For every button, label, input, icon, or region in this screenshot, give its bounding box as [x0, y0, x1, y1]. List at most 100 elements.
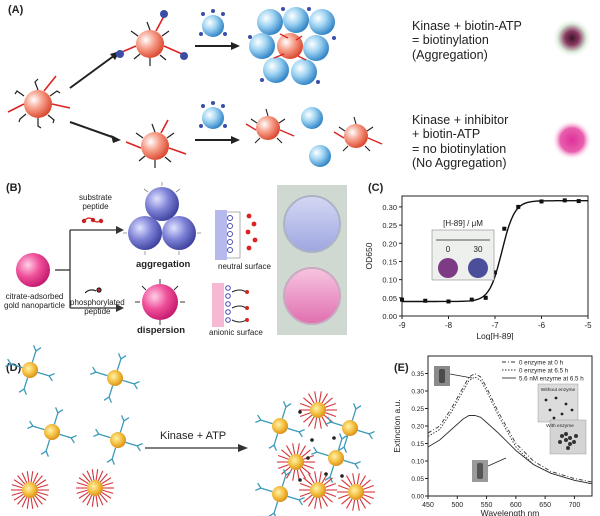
gold-nanoparticle-label: citrate-adsorbed gold nanoparticle	[4, 292, 65, 311]
ligand-spoke	[78, 477, 89, 485]
ligand-spoke	[30, 497, 34, 509]
peptide-chain	[95, 371, 108, 377]
chart-e-ytick-label: 0.35	[411, 371, 424, 378]
peptide-branch	[120, 415, 125, 422]
ligand-spoke	[26, 471, 30, 483]
ligand-spoke	[299, 468, 306, 479]
ligand-spoke	[308, 473, 315, 484]
aggregation-label: aggregation	[136, 259, 191, 270]
chart-c-xtick-label: -7	[491, 321, 499, 330]
gold-core	[328, 450, 344, 466]
ligand-spoke	[277, 464, 289, 470]
chart-e-xtick-label: 500	[451, 502, 463, 509]
phosphate-dot	[340, 474, 344, 478]
chart-c-ylabel: OD650	[364, 242, 374, 269]
peptide-chain	[337, 438, 343, 451]
chart-e-xtick-label: 700	[569, 502, 581, 509]
ligand-spoke	[76, 489, 88, 494]
peptide-branch	[355, 405, 362, 410]
phosphate-dot	[310, 438, 314, 442]
chart-e-xtick-label: 450	[422, 502, 434, 509]
streptavidin-particle-top	[199, 9, 227, 37]
peptide-chain	[116, 358, 122, 371]
chart-e-series-line	[427, 415, 593, 485]
ligand-spoke	[308, 416, 315, 427]
chart-c-xtick-label: -5	[584, 321, 592, 330]
dispersion-particle	[135, 279, 185, 325]
assembled-particle	[299, 471, 337, 509]
ligand-spoke	[359, 498, 366, 509]
ligand-spoke	[341, 496, 351, 505]
chart-c-xtick-label: -9	[398, 321, 406, 330]
ligand-spoke	[99, 493, 108, 503]
peptide-branch	[23, 388, 28, 395]
ligand-spoke	[299, 492, 311, 498]
ligand-spoke	[361, 496, 371, 505]
peptide-branch	[32, 345, 37, 352]
peptide-chain	[98, 433, 111, 439]
peptide-chain	[330, 421, 343, 427]
panel-a-text-bottom: Kinase + inhibitor + biotin-ATP = no bio…	[412, 113, 509, 171]
spiked-particle	[76, 469, 114, 507]
inset-label-0: 0	[446, 245, 451, 254]
aggregate-dot	[558, 440, 562, 444]
chart-c-point	[493, 270, 497, 275]
peptide-branch	[27, 425, 34, 430]
peptide-chain	[281, 406, 287, 419]
phosphate-dot	[298, 410, 302, 414]
ligand-spoke	[337, 494, 349, 500]
panel-b-scheme	[16, 182, 347, 335]
citrate-gold-nanoparticle	[16, 253, 50, 287]
chart-e-xtick-label: 550	[481, 502, 493, 509]
peptide-branch	[123, 417, 130, 422]
ligand-spoke	[318, 391, 322, 403]
branched-particle	[27, 407, 77, 457]
ligand-spoke	[286, 445, 293, 456]
peptide-branch	[313, 446, 318, 453]
panel-a-scheme	[7, 7, 592, 168]
ligand-spoke	[30, 471, 34, 483]
ligand-spoke	[37, 491, 49, 496]
peptide-branch	[120, 355, 127, 360]
aggregation-cluster	[123, 182, 201, 255]
substrate-peptide-label: substrate peptide	[79, 193, 112, 212]
inset-well-purple	[438, 258, 458, 278]
peptide-branch	[298, 431, 303, 438]
gold-core	[110, 432, 126, 448]
anionic-surface-label: anionic surface	[209, 328, 263, 337]
streptavidin-particle-bottom	[199, 101, 227, 129]
ligand-spoke	[102, 489, 114, 494]
ligand-spoke	[318, 471, 322, 483]
peptide-branch	[111, 458, 116, 465]
peptide-branch	[103, 396, 110, 401]
peptide-branch	[7, 358, 12, 365]
peptide-branch	[117, 353, 122, 360]
assembled-particle	[299, 391, 337, 429]
gold-core	[342, 420, 358, 436]
gold-core	[22, 482, 38, 498]
ligand-spoke	[34, 475, 43, 485]
neutral-surface-label: neutral surface	[218, 262, 271, 271]
peptide-chain	[281, 474, 287, 487]
gold-core	[87, 480, 103, 496]
chart-e-vial-inset-top	[434, 366, 450, 386]
well-plate-photo	[277, 185, 347, 335]
nanoparticle-dot	[544, 398, 548, 402]
ligand-spoke	[36, 493, 47, 501]
chart-c-point	[562, 198, 567, 203]
peptide-branch	[29, 420, 34, 427]
gold-core	[272, 486, 288, 502]
ligand-spoke	[303, 397, 313, 406]
chart-e-ylabel: Extinction a.u.	[392, 399, 402, 452]
ligand-spoke	[21, 497, 28, 508]
peptide-branch	[257, 414, 262, 421]
ligand-spoke	[314, 417, 318, 429]
panel-c-chart: -9-8-7-6-50.000.050.100.150.200.250.30Lo…	[364, 195, 592, 340]
peptide-branch	[298, 428, 305, 433]
peptide-branch	[95, 428, 100, 435]
ligand-spoke	[82, 493, 91, 503]
ligand-spoke	[361, 479, 371, 488]
assembled-particle	[255, 469, 305, 516]
